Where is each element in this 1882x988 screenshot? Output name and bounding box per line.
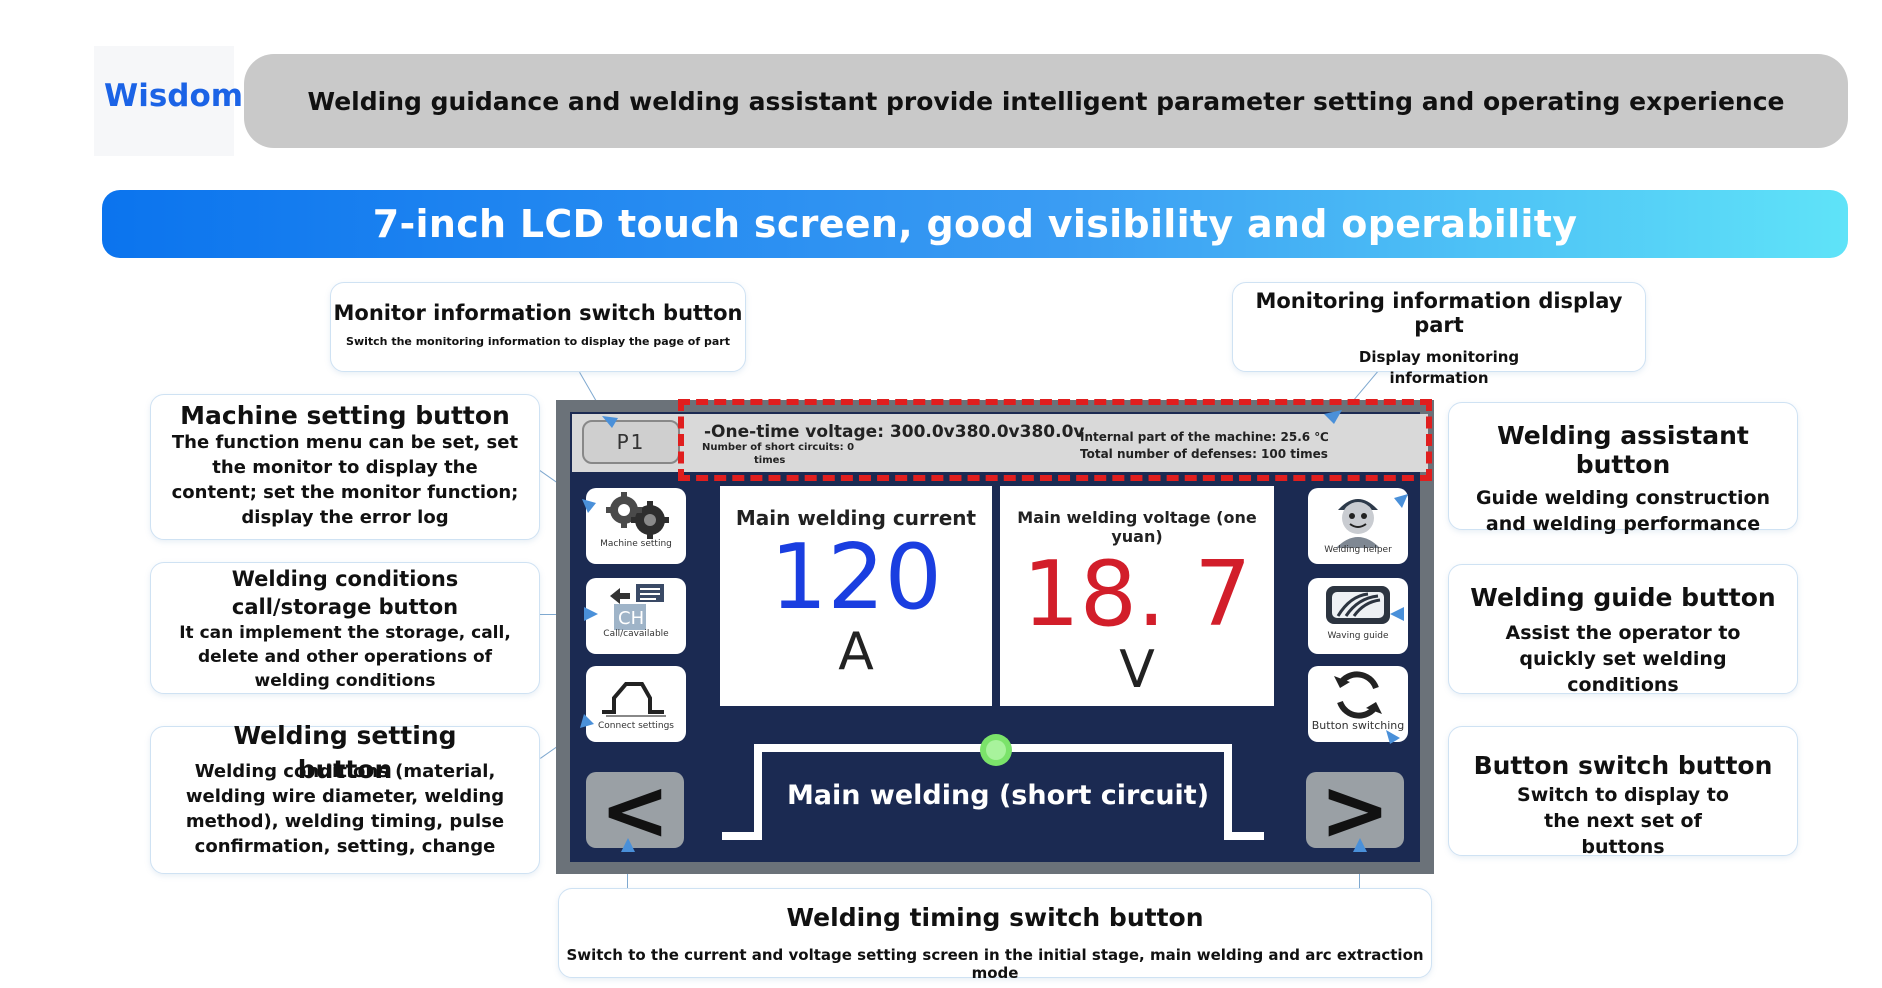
callout-desc: Assist the operator to quickly set weldi… xyxy=(1505,622,1741,696)
monitor-strip xyxy=(572,414,1428,472)
chevron-left-icon: < xyxy=(599,761,671,859)
folder-icon: CH xyxy=(610,584,664,630)
refresh-icon xyxy=(1334,671,1382,719)
callout-desc: Switch to display to the next set of but… xyxy=(1517,784,1729,858)
brand-label: Wisdom xyxy=(104,78,244,114)
callout-title: Welding setting button xyxy=(233,721,457,784)
machine-setting-button[interactable]: Machine setting xyxy=(586,488,686,564)
lcd-screen xyxy=(570,412,1420,862)
banner-title: 7-inch LCD touch screen, good visibility… xyxy=(372,202,1578,246)
callout-button-switch: Button switch button Switch to display t… xyxy=(1448,726,1798,858)
button-label: Connect settings xyxy=(598,721,674,731)
callout-title: Welding conditions call/storage button xyxy=(231,567,459,619)
voltage-panel[interactable]: Main welding voltage (one yuan) 18. 7 V xyxy=(1000,486,1274,706)
voltage-title: Main welding voltage (one yuan) xyxy=(1017,508,1257,546)
callout-desc: Guide welding construction and welding p… xyxy=(1475,487,1771,535)
waveform-icon xyxy=(602,682,666,717)
guide-icon xyxy=(1326,586,1390,624)
defenses-readout: Total number of defenses: 100 times xyxy=(1080,447,1328,461)
conditions-call-button[interactable]: CH Call/cavailable xyxy=(586,578,686,654)
current-value: 120 xyxy=(770,525,942,630)
callout-conditions-call: Welding conditions call/storage button I… xyxy=(150,562,540,694)
callout-monitor-switch: Monitor information switch button Switch… xyxy=(330,282,746,372)
voltage-readout: -One-time voltage: 300.0v380.0v380.0v xyxy=(704,422,1085,442)
short-circuits-unit: times xyxy=(754,455,786,466)
banner: 7-inch LCD touch screen, good visibility… xyxy=(102,190,1848,258)
tagline-bar: Welding guidance and welding assistant p… xyxy=(244,54,1848,148)
button-label: Button switching xyxy=(1311,719,1405,732)
svg-text:CH: CH xyxy=(618,608,644,629)
short-circuits-readout: Number of short circuits: 0 xyxy=(702,442,855,453)
callout-monitor-display: Monitoring information display part Disp… xyxy=(1232,282,1646,387)
helper-icon xyxy=(1336,499,1380,548)
callout-desc: It can implement the storage, call, dele… xyxy=(179,623,511,691)
callout-machine-setting: Machine setting button The function menu… xyxy=(150,394,540,540)
timing-waveform xyxy=(722,734,1264,840)
brand-panel xyxy=(94,46,234,156)
callout-desc: Welding conditions (material, welding wi… xyxy=(185,761,505,857)
button-label: Machine setting xyxy=(600,539,672,549)
button-switch-button[interactable]: Button switching xyxy=(1308,666,1408,742)
callout-desc: Switch the monitoring information to dis… xyxy=(346,335,730,348)
gears-icon xyxy=(606,492,669,539)
callout-title: Welding assistant button xyxy=(1497,421,1749,479)
chevron-right-icon: > xyxy=(1319,761,1391,859)
next-timing-button[interactable]: > xyxy=(1306,761,1404,859)
callout-desc: Display monitoring information xyxy=(1358,348,1520,387)
voltage-value: 18. 7 xyxy=(1022,542,1252,647)
callout-title: Monitoring information display part xyxy=(1255,289,1623,337)
button-label: Welding helper xyxy=(1324,545,1392,555)
callout-desc: Switch to the current and voltage settin… xyxy=(566,946,1424,982)
current-panel[interactable]: Main welding current 120 A xyxy=(720,486,992,706)
button-label: Waving guide xyxy=(1327,631,1389,641)
current-unit: A xyxy=(838,622,874,682)
callout-title: Machine setting button xyxy=(180,401,510,430)
voltage-unit: V xyxy=(1119,640,1155,700)
callout-welding-setting: Welding setting button Welding condition… xyxy=(150,721,540,874)
welding-mode-label: Main welding (short circuit) xyxy=(786,780,1210,811)
callout-desc: The function menu can be set, set the mo… xyxy=(171,432,519,528)
callout-title: Welding timing switch button xyxy=(786,903,1204,932)
tagline-text: Welding guidance and welding assistant p… xyxy=(307,86,1785,116)
page-switch-button[interactable]: P1 xyxy=(582,420,680,464)
monitor-highlight xyxy=(678,399,1432,481)
callout-welding-guide: Welding guide button Assist the operator… xyxy=(1448,564,1798,696)
welding-guide-button[interactable]: Waving guide xyxy=(1308,578,1408,654)
current-title: Main welding current xyxy=(735,506,977,530)
welding-setting-button[interactable]: Connect settings xyxy=(586,666,686,742)
callout-timing-switch: Welding timing switch button Switch to t… xyxy=(558,888,1432,982)
prev-timing-button[interactable]: < xyxy=(586,761,684,859)
internal-temp-readout: Internal part of the machine: 25.6 ℃ xyxy=(1080,430,1329,444)
callout-title: Welding guide button xyxy=(1470,583,1776,612)
welding-assistant-button[interactable]: Welding helper xyxy=(1308,488,1408,564)
button-label: Call/cavailable xyxy=(603,629,669,639)
callout-welding-assistant: Welding assistant button Guide welding c… xyxy=(1448,402,1798,535)
callout-title: Monitor information switch button xyxy=(333,301,743,325)
callout-title: Button switch button xyxy=(1473,751,1773,780)
